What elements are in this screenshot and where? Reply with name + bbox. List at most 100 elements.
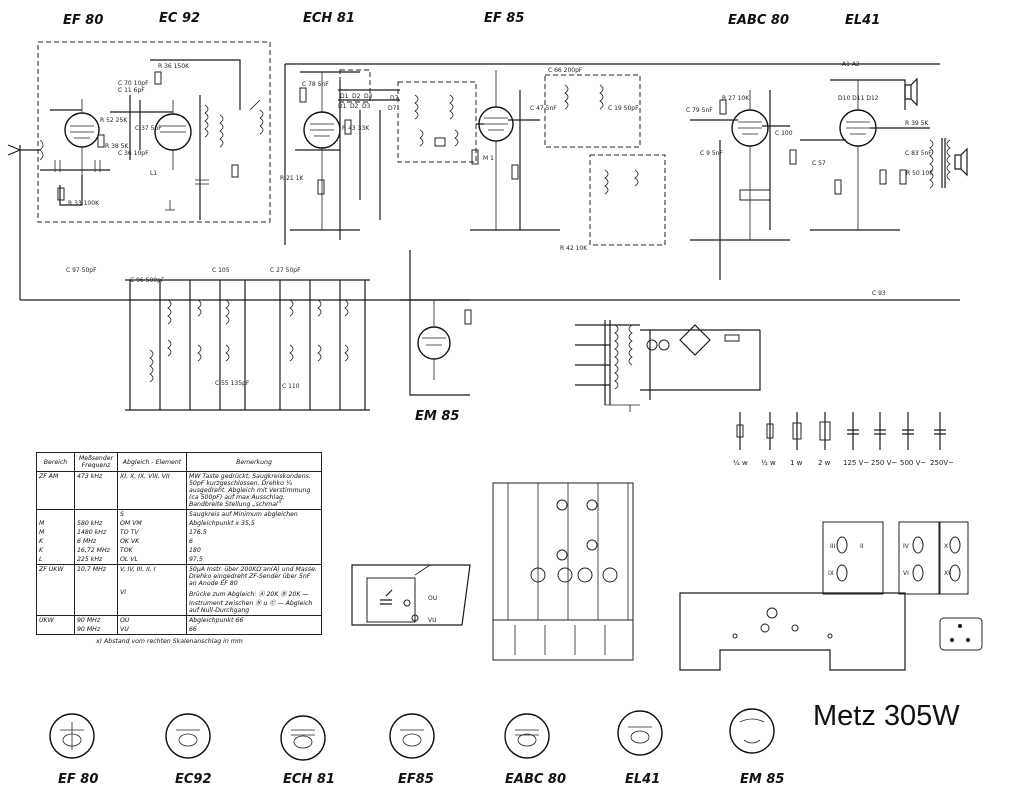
table-cell-note: MW Taste gedrückt, Saugkreiskondens. 50p… — [189, 473, 311, 508]
ground-rail — [19, 145, 960, 301]
table-cell-note: Abgleichpunkt 66 — [186, 615, 322, 625]
table-cell-freq: 90 MHz — [74, 625, 118, 635]
svg-text:C 55 135pF: C 55 135pF — [215, 380, 250, 387]
svg-text:C 11 6pF: C 11 6pF — [118, 87, 145, 94]
alignment-table: Bereich Meßsender Frequenz Abgleich - El… — [36, 452, 322, 635]
svg-text:C 79 5nF: C 79 5nF — [686, 107, 713, 114]
svg-text:A1 A2: A1 A2 — [842, 61, 860, 68]
tube-label-el41: EL41 — [845, 13, 880, 28]
tube-eabc80 — [690, 90, 797, 280]
if-transformer-2 — [544, 74, 666, 246]
table-cell-note: 6 — [189, 538, 193, 545]
table-cell-freq: 580 kHz — [74, 519, 118, 528]
table-cell-bereich — [36, 588, 75, 616]
svg-text:C 57: C 57 — [812, 160, 826, 167]
col-bemerkung: Bemerkung — [236, 458, 272, 466]
coil-label-ou: OU — [428, 595, 437, 602]
svg-text:D10 D11 D12: D10 D11 D12 — [838, 95, 879, 102]
svg-text:X: X — [944, 543, 948, 550]
socket-label-ef85: EF85 — [398, 772, 434, 787]
svg-text:C 97 50pF: C 97 50pF — [66, 267, 97, 274]
svg-text:L1: L1 — [150, 170, 157, 177]
svg-text:C 100: C 100 — [775, 130, 793, 137]
alignment-table-container: Bereich Meßsender Frequenz Abgleich - El… — [36, 452, 322, 684]
coil-assembly — [492, 482, 634, 661]
svg-text:R 38 5K: R 38 5K — [105, 143, 129, 150]
tuning-capacitor-detail: OU VU — [351, 564, 471, 626]
svg-text:D1: D1 — [338, 103, 347, 110]
svg-text:C 9 5nF: C 9 5nF — [700, 150, 723, 157]
table-cell-freq: 90 MHz — [74, 615, 118, 625]
table-cell-bereich: M — [36, 528, 75, 537]
legend-quarter-watt: ¼ w — [733, 459, 748, 467]
antenna-input — [7, 139, 44, 161]
svg-text:R 50 10K: R 50 10K — [906, 170, 934, 177]
col-element: Abgleich - Element — [117, 452, 187, 472]
col-frequenz: Meßsender Frequenz — [74, 452, 118, 472]
svg-text:D7: D7 — [390, 95, 399, 102]
table-cell-note: Abgleichpunkt x 35,5 — [189, 520, 255, 527]
band-switch-coil-bank — [125, 279, 370, 411]
svg-text:C 93: C 93 — [872, 290, 886, 297]
svg-text:C 47 5nF: C 47 5nF — [530, 105, 557, 112]
b-plus-rail — [284, 63, 940, 245]
svg-text:M 1: M 1 — [483, 155, 494, 162]
table-cell-freq: 473 kHz — [74, 471, 118, 510]
svg-text:C 19 50pF: C 19 50pF — [608, 105, 639, 112]
table-cell-note: Brücke zum Abgleich: Ⓐ 20K Ⓑ 20K — Instr… — [189, 591, 313, 614]
svg-text:II: II — [860, 543, 864, 550]
table-cell-note: 180 — [189, 547, 201, 554]
tube-socket-pinouts — [49, 708, 775, 761]
tube-el41 — [800, 79, 930, 231]
legend-500v: 500 V~ — [900, 459, 926, 467]
svg-text:IV: IV — [903, 543, 910, 550]
svg-text:C 110: C 110 — [282, 383, 300, 390]
table-cell-element: OL VL — [117, 555, 187, 565]
svg-text:R 42 10K: R 42 10K — [560, 245, 588, 252]
svg-text:R 43 33K: R 43 33K — [342, 125, 370, 132]
table-cell-element: OU — [117, 615, 187, 625]
socket-label-ec92: EC92 — [175, 772, 212, 787]
socket-label-ech81: ECH 81 — [283, 772, 335, 787]
svg-text:D3: D3 — [364, 93, 373, 100]
tube-ec92 — [110, 59, 241, 220]
svg-text:R 52 25K: R 52 25K — [100, 117, 128, 124]
svg-text:D7: D7 — [388, 105, 397, 112]
table-cell-note: 50μA Instr. über 200KΩ an(A) und Masse. … — [186, 564, 322, 588]
legend-250v-b: 250V~ — [930, 459, 954, 467]
table-cell-bereich: K — [36, 546, 75, 555]
svg-text:R 33 100K: R 33 100K — [68, 200, 100, 207]
svg-text:C 66 200pF: C 66 200pF — [548, 67, 583, 74]
tube-label-ef85: EF 85 — [484, 11, 524, 26]
table-cell-bereich — [36, 509, 75, 519]
col-bereich: Bereich — [36, 452, 75, 472]
table-cell-freq — [74, 509, 118, 519]
table-cell-note: Saugkreis auf Minimum abgleichen — [186, 509, 322, 519]
legend-one-watt: 1 w — [790, 459, 803, 467]
legend-half-watt: ½ w — [761, 459, 776, 467]
table-cell-element: OK VK — [117, 537, 187, 546]
socket-label-ef80: EF 80 — [58, 772, 98, 787]
svg-text:R 36 150K: R 36 150K — [158, 63, 190, 70]
table-cell-note: 66 — [189, 626, 197, 633]
tube-label-ef80: EF 80 — [63, 13, 103, 28]
table-cell-freq: 16,72 MHz — [74, 546, 118, 555]
svg-text:XI: XI — [944, 570, 950, 577]
svg-text:C 37 5pF: C 37 5pF — [135, 125, 162, 132]
table-cell-element: OM VM — [117, 519, 187, 528]
tube-label-ec92: EC 92 — [159, 11, 200, 26]
table-cell-freq: 6 MHz — [74, 537, 118, 546]
table-cell-freq — [74, 588, 118, 616]
tube-ef80 — [40, 99, 110, 206]
table-cell-note: 97,5 — [189, 556, 203, 563]
